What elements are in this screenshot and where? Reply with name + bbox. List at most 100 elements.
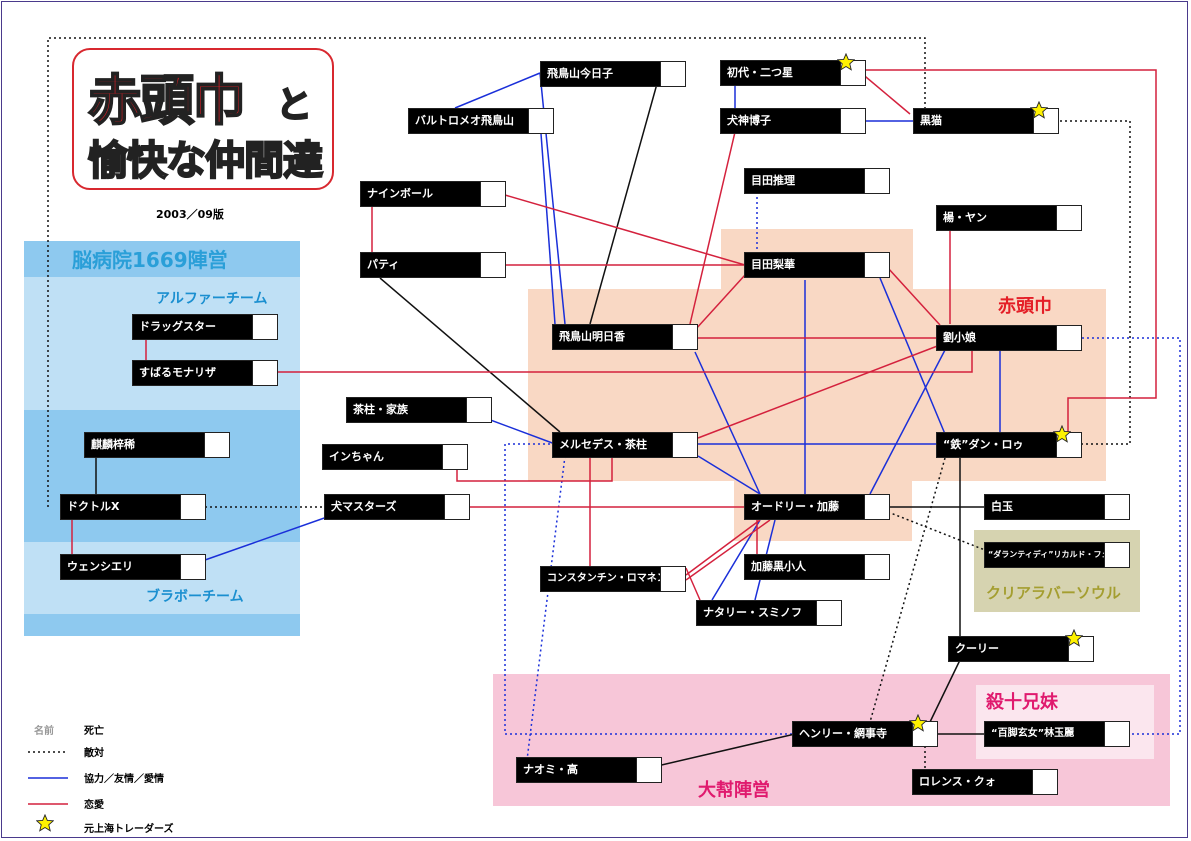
node-label: クーリー bbox=[955, 642, 999, 655]
node-bartolomeo[interactable]: バルトロメオ飛鳥山 bbox=[408, 108, 554, 134]
node-label: ヘンリー・網事寺 bbox=[799, 727, 887, 740]
node-inumasters[interactable]: 犬マスターズ bbox=[324, 494, 470, 520]
node-status-box bbox=[864, 253, 889, 277]
node-mercedes[interactable]: メルセデス・茶柱 bbox=[552, 432, 698, 458]
region-title-akazukin: 赤頭巾 bbox=[998, 296, 1052, 317]
node-status-box bbox=[864, 169, 889, 193]
node-status-box bbox=[1030, 101, 1058, 133]
node-dan[interactable]: “鉄”ダン・ロゥ bbox=[936, 425, 1082, 458]
node-status-box bbox=[1056, 326, 1081, 350]
node-meda-rika[interactable]: 目田梨華 bbox=[744, 252, 890, 278]
node-status-box bbox=[480, 182, 505, 206]
node-label: バルトロメオ飛鳥山 bbox=[415, 114, 514, 127]
node-status-box bbox=[1053, 425, 1081, 457]
node-label: 白玉 bbox=[991, 500, 1013, 513]
node-henry[interactable]: ヘンリー・網事寺 bbox=[792, 714, 938, 747]
node-shodai[interactable]: 初代・二つ星 bbox=[720, 53, 866, 86]
legend-dead-sample: 名前 bbox=[34, 726, 54, 737]
node-kato-sho[interactable]: 加藤黒小人 bbox=[744, 554, 890, 580]
node-status-box bbox=[660, 567, 685, 591]
node-label: ドクトルX bbox=[67, 500, 120, 513]
node-label: 犬マスターズ bbox=[331, 500, 397, 513]
node-label: コンスタンチン・ロマネンコ bbox=[547, 573, 660, 584]
node-naomi[interactable]: ナオミ・高 bbox=[516, 757, 662, 783]
legend-hostile-line bbox=[28, 751, 68, 753]
node-status-box bbox=[180, 495, 205, 519]
node-label: 黒猫 bbox=[920, 114, 942, 127]
node-hakugyoku[interactable]: 白玉 bbox=[984, 494, 1130, 520]
node-status-box bbox=[444, 495, 469, 519]
node-drugstar[interactable]: ドラッグスター bbox=[132, 314, 278, 340]
star-icon bbox=[837, 53, 855, 71]
legend-love-line bbox=[28, 803, 68, 805]
node-label: 麒麟梓稀 bbox=[91, 438, 135, 451]
node-status-box bbox=[636, 758, 661, 782]
node-asuka-asuka[interactable]: 飛鳥山明日香 bbox=[552, 324, 698, 350]
node-cooley[interactable]: クーリー bbox=[948, 629, 1094, 662]
node-label: ナタリー・スミノフ bbox=[703, 606, 802, 619]
node-status-box bbox=[837, 53, 865, 85]
node-status-box bbox=[816, 601, 841, 625]
node-label: 目田推理 bbox=[751, 174, 795, 187]
node-status-box bbox=[528, 109, 553, 133]
star-icon bbox=[909, 714, 927, 732]
node-inchan[interactable]: インちゃん bbox=[322, 444, 468, 470]
legend-love-label: 恋愛 bbox=[84, 800, 104, 811]
node-status-box bbox=[1056, 206, 1081, 230]
node-chahashira-family[interactable]: 茶柱・家族 bbox=[346, 397, 492, 423]
node-label: 楊・ヤン bbox=[943, 211, 987, 224]
node-patty[interactable]: パティ bbox=[360, 252, 506, 278]
node-doctorx[interactable]: ドクトルX bbox=[60, 494, 206, 520]
node-label: “鉄”ダン・ロゥ bbox=[943, 438, 1024, 451]
node-label: ナオミ・高 bbox=[523, 763, 578, 776]
love-lines bbox=[71, 69, 1157, 601]
title-box: 赤頭巾 と 愉快な仲間達 bbox=[72, 48, 334, 190]
node-status-box bbox=[204, 433, 229, 457]
node-audrey[interactable]: オードリー・加藤 bbox=[744, 494, 890, 520]
node-label: 飛鳥山今日子 bbox=[547, 67, 613, 80]
node-status-box bbox=[1032, 770, 1057, 794]
title-subtitle: 愉快な仲間達 bbox=[87, 137, 324, 185]
region-nobyoin-header bbox=[24, 241, 300, 277]
node-ricardo[interactable]: “ダランティディ”リカルド・フェルナンデス bbox=[984, 542, 1130, 568]
node-meda-suiri[interactable]: 目田推理 bbox=[744, 168, 890, 194]
node-asuka-kyoko[interactable]: 飛鳥山今日子 bbox=[540, 61, 686, 87]
node-label: オードリー・加藤 bbox=[751, 500, 839, 513]
node-label: メルセデス・茶柱 bbox=[559, 438, 647, 451]
node-kokuneko[interactable]: 黒猫 bbox=[913, 101, 1059, 134]
node-label: パティ bbox=[367, 258, 400, 271]
node-constantin[interactable]: コンスタンチン・ロマネンコ bbox=[540, 566, 686, 592]
node-status-box bbox=[180, 555, 205, 579]
node-status-box bbox=[442, 445, 467, 469]
legend-coop-label: 協力／友情／愛情 bbox=[84, 774, 164, 785]
region-title-clear: クリアラバーソウル bbox=[986, 584, 1121, 602]
region-title-nobyoin: 脳病院1669陣営 bbox=[72, 248, 228, 272]
node-hyakushu[interactable]: “百脚玄女”林玉麗 bbox=[984, 721, 1130, 747]
node-ryu[interactable]: 劉小娘 bbox=[936, 325, 1082, 351]
node-yan[interactable]: 楊・ヤン bbox=[936, 205, 1082, 231]
node-label: 目田梨華 bbox=[751, 258, 795, 271]
node-label: ドラッグスター bbox=[139, 320, 216, 333]
legend-star-icon bbox=[36, 814, 54, 832]
node-status-box bbox=[909, 714, 937, 746]
node-kirin[interactable]: 麒麟梓稀 bbox=[84, 432, 230, 458]
legend-hostile-label: 敵対 bbox=[84, 748, 104, 759]
node-status-box bbox=[1104, 722, 1129, 746]
node-natalie[interactable]: ナタリー・スミノフ bbox=[696, 600, 842, 626]
node-inugami[interactable]: 犬神博子 bbox=[720, 108, 866, 134]
node-lawrence[interactable]: ロレンス・クォ bbox=[912, 769, 1058, 795]
node-status-box bbox=[1104, 543, 1129, 567]
node-status-box bbox=[466, 398, 491, 422]
node-wensieri[interactable]: ウェンシエリ bbox=[60, 554, 206, 580]
region-title-bravo: ブラボーチーム bbox=[146, 589, 244, 605]
star-icon bbox=[1030, 101, 1048, 119]
node-status-box bbox=[660, 62, 685, 86]
node-status-box bbox=[480, 253, 505, 277]
node-subaru[interactable]: すばるモナリザ bbox=[132, 360, 278, 386]
legend-star-label: 元上海トレーダーズ bbox=[84, 824, 174, 835]
node-ninepoll[interactable]: ナインボール bbox=[360, 181, 506, 207]
node-label: “ダランティディ”リカルド・フェルナンデス bbox=[988, 550, 1104, 559]
hostile-lines bbox=[47, 37, 1131, 772]
node-status-box bbox=[1104, 495, 1129, 519]
